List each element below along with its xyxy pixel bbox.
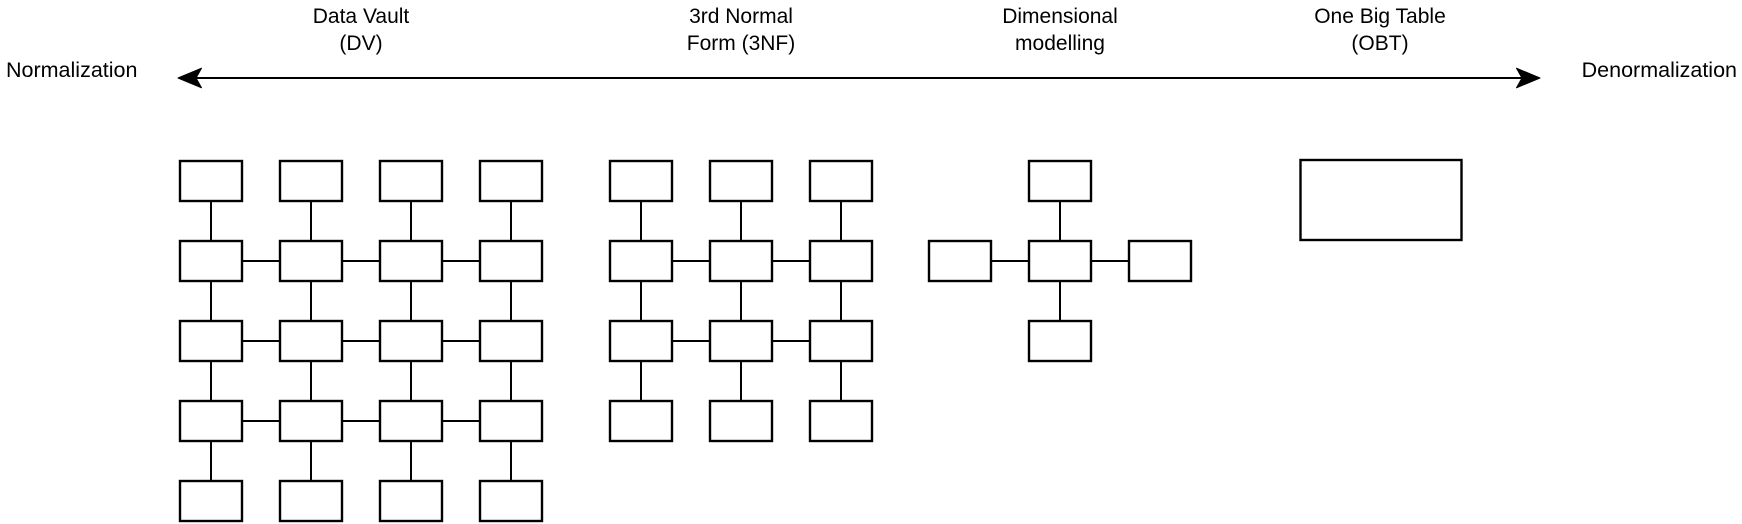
third-normal-form-table-box: [708, 159, 774, 203]
third-normal-form-table-box: [708, 319, 774, 363]
data-vault-table-box: [178, 239, 244, 283]
data-vault-table-box: [478, 399, 544, 443]
one-big-table-title-line2: (OBT): [1351, 32, 1408, 55]
third-normal-form-table-box: [608, 159, 674, 203]
data-vault-table-box: [278, 239, 344, 283]
dimensional-modelling-fact-table-box: [1027, 239, 1093, 283]
third-normal-form-table-box: [708, 239, 774, 283]
dimensional-modelling-title-line1: Dimensional: [1002, 5, 1118, 28]
dimensional-modelling-dimension-table-box: [1027, 159, 1093, 203]
left-arrowhead-icon: [177, 67, 202, 89]
third-normal-form-table-box: [808, 239, 874, 283]
data-vault-table-box: [178, 159, 244, 203]
one-big-table-table-box: [1299, 158, 1463, 242]
approach-titles: Data Vault (DV) 3rd Normal Form (3NF) Di…: [313, 5, 1446, 55]
data-vault-table-box: [278, 319, 344, 363]
data-vault-title-line2: (DV): [339, 32, 382, 55]
dimensional-modelling-dimension-table-box: [927, 239, 993, 283]
data-vault-table-box: [478, 239, 544, 283]
dimensional-modelling-title-line2: modelling: [1015, 32, 1105, 55]
spectrum-axis-arrow: [177, 67, 1541, 89]
data-vault-table-box: [178, 479, 244, 523]
third-normal-form-table-box: [808, 159, 874, 203]
data-vault-table-box: [278, 479, 344, 523]
normalization-label: Normalization: [6, 58, 137, 82]
data-vault-table-box: [278, 159, 344, 203]
right-arrowhead-icon: [1516, 67, 1541, 89]
data-vault-table-box: [478, 479, 544, 523]
data-vault-table-box: [178, 319, 244, 363]
data-vault-table-box: [378, 479, 444, 523]
third-normal-form-table-box: [608, 239, 674, 283]
data-vault-table-box: [378, 159, 444, 203]
data-vault-table-box: [478, 159, 544, 203]
third-normal-form-table-box: [808, 399, 874, 443]
data-vault-title-line1: Data Vault: [313, 5, 410, 28]
third-normal-form-title-line2: Form (3NF): [687, 32, 796, 55]
third-normal-form-table-box: [608, 399, 674, 443]
data-vault-table-box: [178, 399, 244, 443]
data-vault-table-box: [278, 399, 344, 443]
third-normal-form-table-box: [708, 399, 774, 443]
dimensional-modelling-dimension-table-box: [1127, 239, 1193, 283]
third-normal-form-table-box: [808, 319, 874, 363]
model-shapes-layer: [178, 158, 1463, 523]
data-vault-table-box: [378, 399, 444, 443]
third-normal-form-table-box: [608, 319, 674, 363]
denormalization-label: Denormalization: [1582, 58, 1737, 82]
dimensional-modelling-dimension-table-box: [1027, 319, 1093, 363]
data-vault-table-box: [378, 239, 444, 283]
data-vault-table-box: [378, 319, 444, 363]
data-vault-table-box: [478, 319, 544, 363]
third-normal-form-title-line1: 3rd Normal: [689, 5, 793, 28]
one-big-table-title-line1: One Big Table: [1314, 5, 1446, 28]
